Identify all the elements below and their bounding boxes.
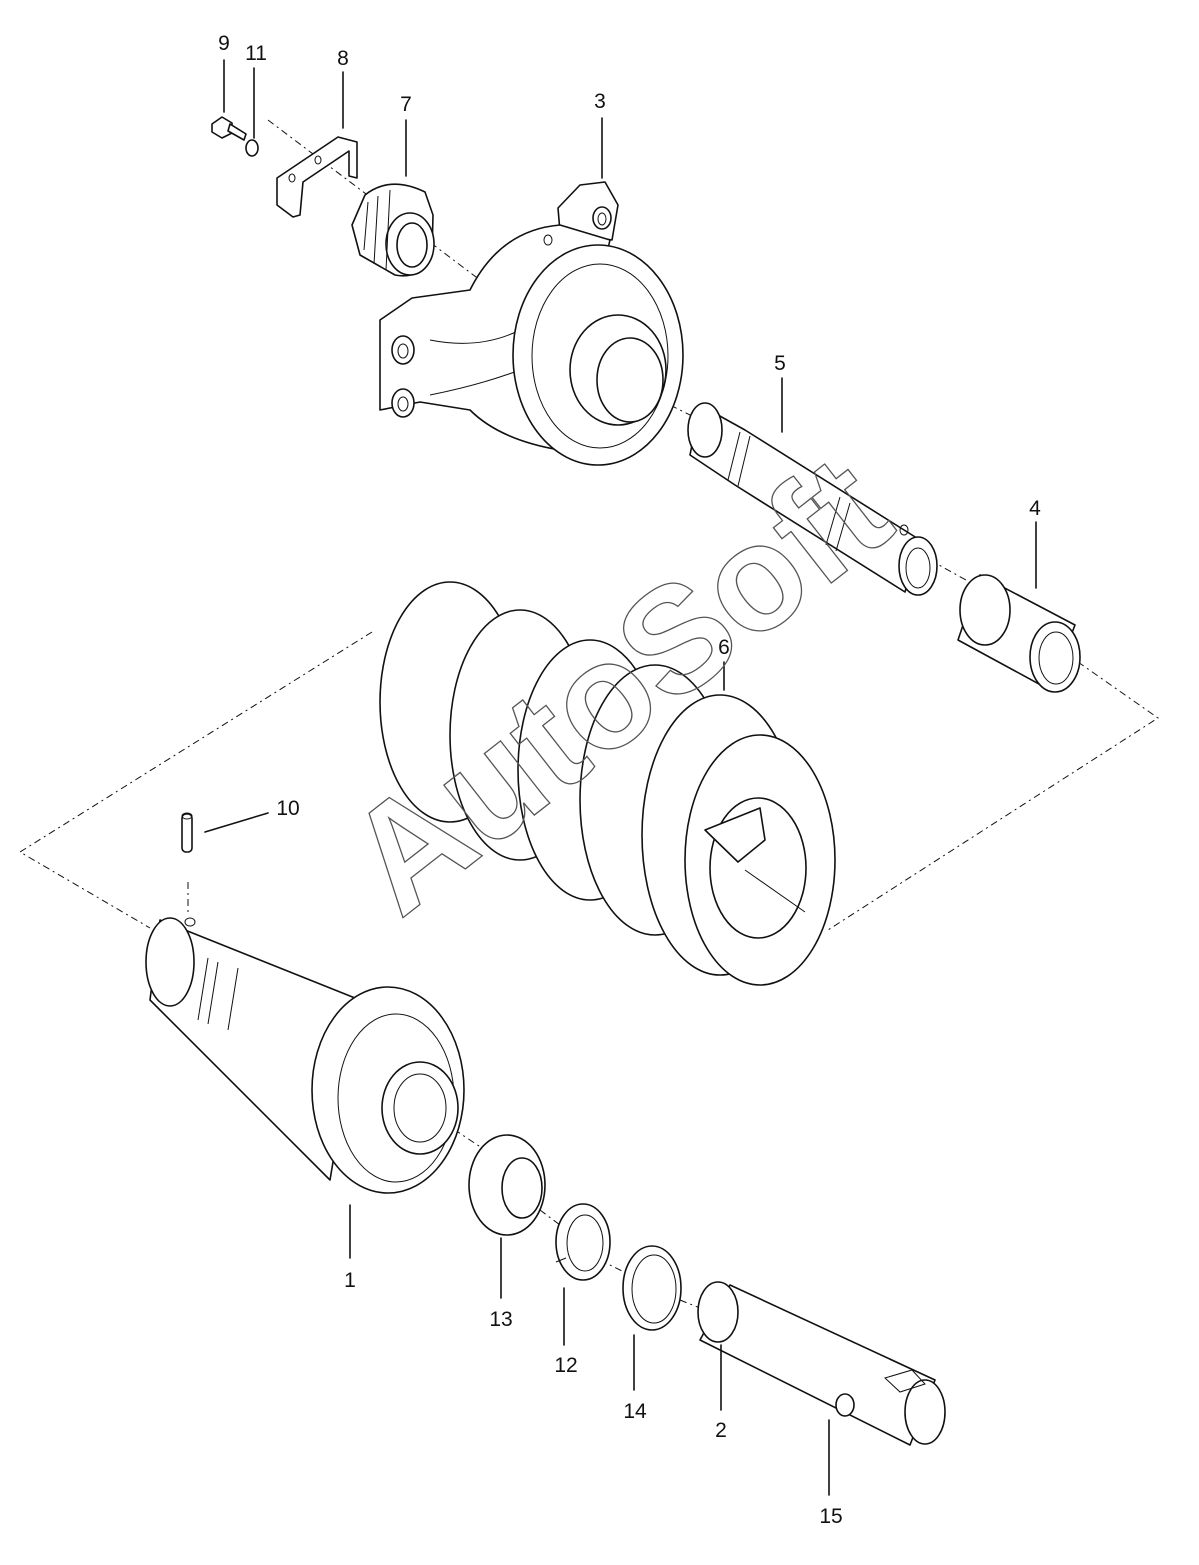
- bushing-part-4: [957, 574, 1081, 693]
- o-ring-part-14: [622, 1245, 682, 1331]
- callout-15: 15: [819, 1505, 842, 1528]
- cylinder-part-1: [145, 917, 465, 1194]
- bracket-part-8: [276, 136, 358, 218]
- washer-part-11: [245, 139, 259, 157]
- callout-1: 1: [344, 1269, 356, 1292]
- callout-8: 8: [337, 47, 349, 70]
- snap-ring-part-12: [555, 1203, 611, 1281]
- callout-7: 7: [400, 93, 412, 116]
- callout-2: 2: [715, 1419, 727, 1442]
- pin-part-10: [181, 812, 193, 853]
- callout-labels: 9 11 8 7 3 5 4 6 10 1 13 12 14 2 15: [218, 32, 1041, 1528]
- callout-11: 11: [245, 42, 267, 65]
- callout-6: 6: [718, 636, 730, 659]
- spring-part-6: [379, 581, 836, 986]
- housing-part-3: [379, 181, 684, 466]
- callout-9: 9: [218, 32, 230, 55]
- callout-10: 10: [276, 797, 299, 820]
- rod-part-2: [697, 1281, 946, 1446]
- callout-5: 5: [774, 352, 786, 375]
- callout-13: 13: [489, 1308, 512, 1331]
- callout-3: 3: [594, 90, 606, 113]
- seal-part-7: [351, 183, 435, 277]
- leader-lines: [204, 59, 1037, 1496]
- callout-14: 14: [623, 1400, 647, 1423]
- callout-12: 12: [554, 1354, 577, 1377]
- callout-4: 4: [1029, 497, 1041, 520]
- shaft-part-5: [687, 402, 938, 596]
- collar-part-13: [468, 1134, 546, 1236]
- bolt-part-9: [211, 116, 247, 141]
